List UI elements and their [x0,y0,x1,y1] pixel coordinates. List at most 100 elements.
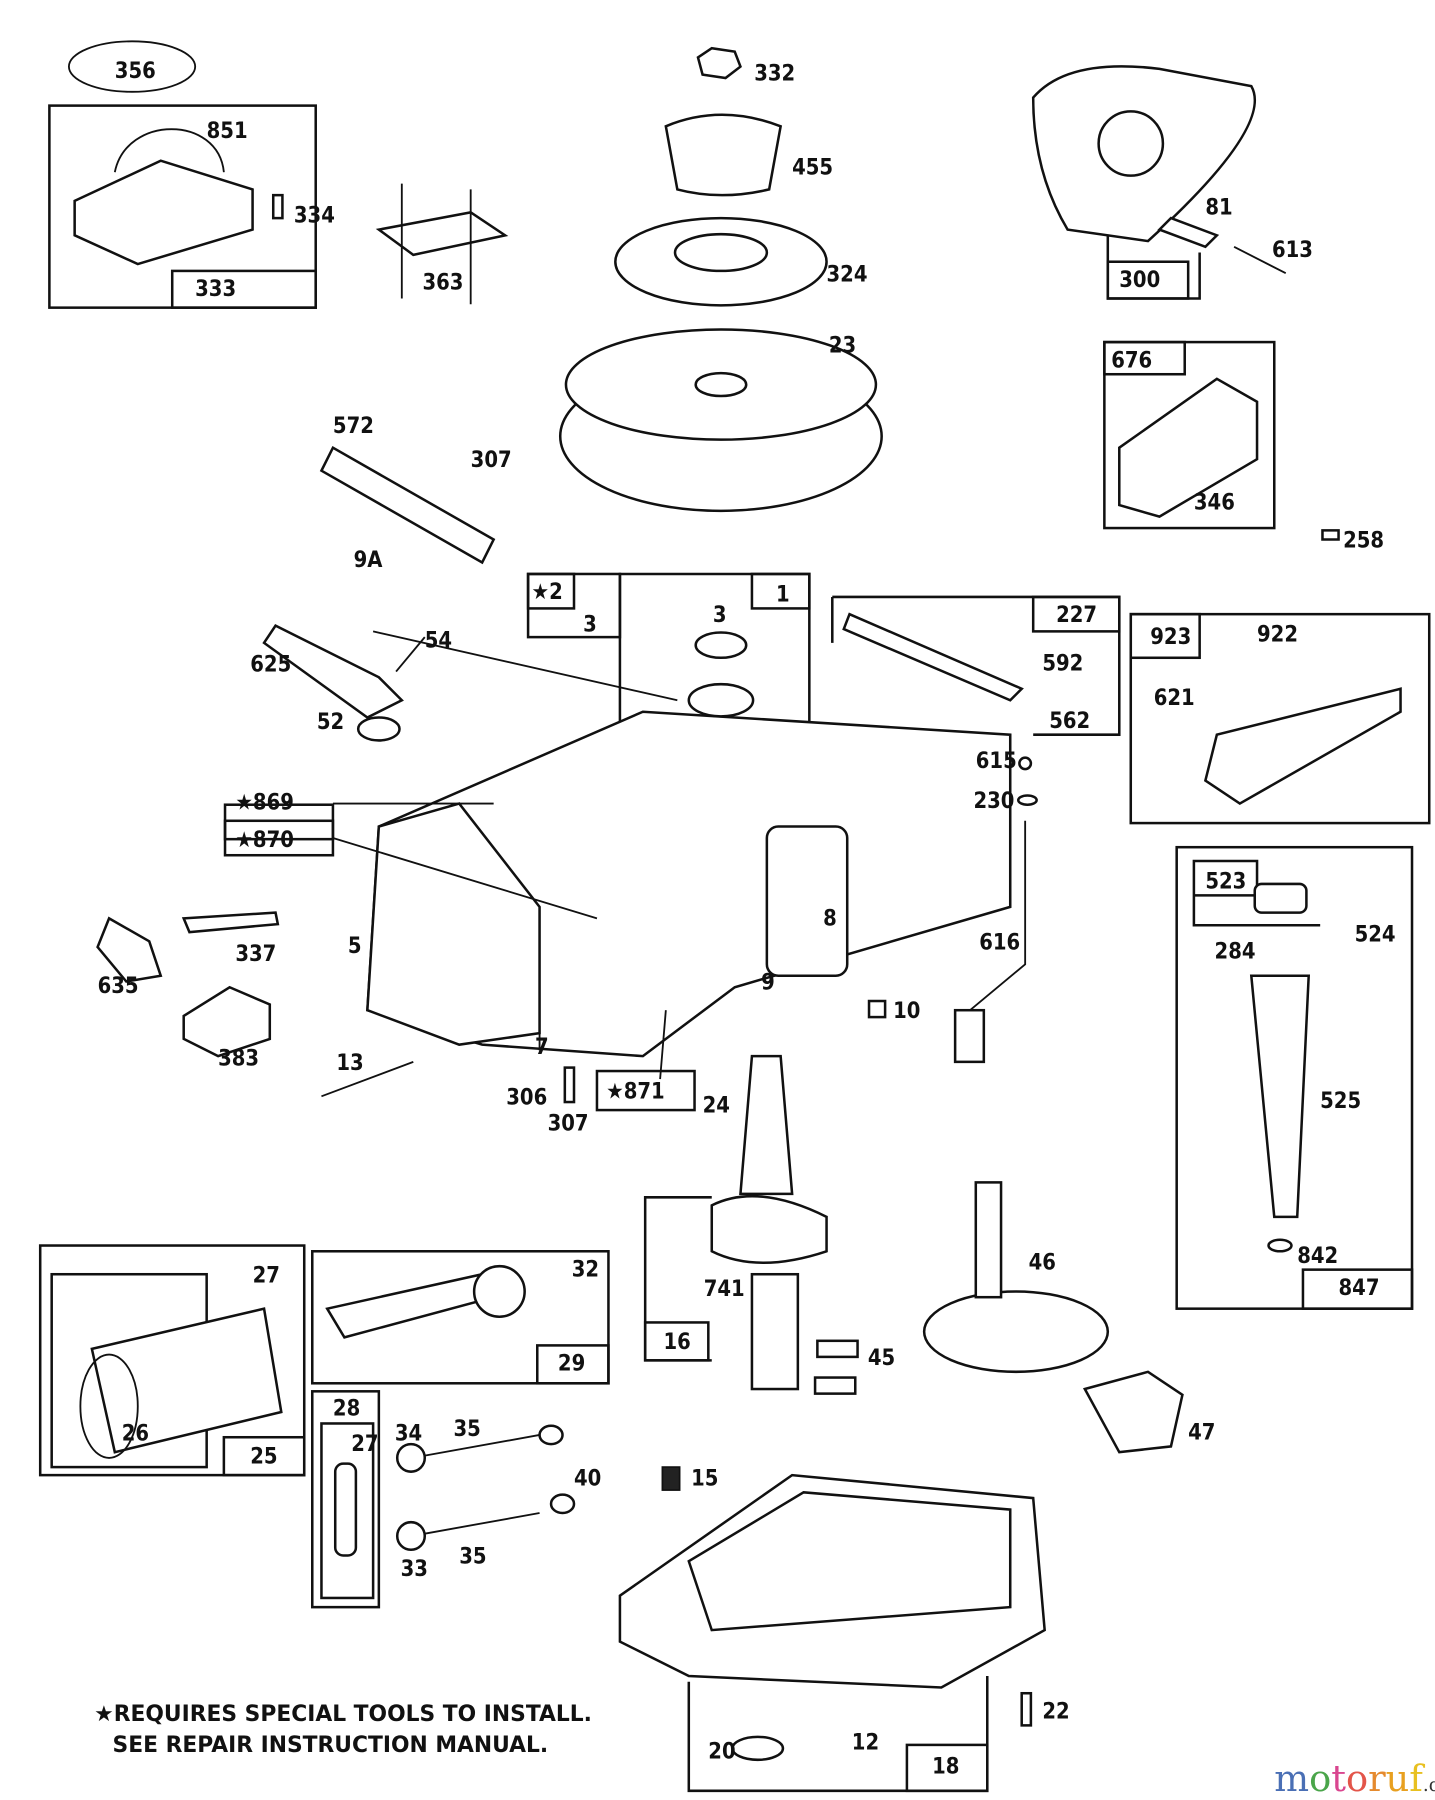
label-54: 54 [425,628,452,653]
label-572: 572 [333,414,374,439]
label-26: 26 [122,1422,149,1447]
label-8: 8 [823,906,837,931]
screw-307 [563,1066,576,1104]
box-847 [1175,845,1414,1310]
part-labels: 356 851 334 333 363 332 455 324 23 81 61… [98,59,1396,1780]
label-22: 22 [1042,1699,1069,1724]
sump-inner [687,1491,1012,1632]
label-33: 33 [401,1557,428,1582]
label-35b: 35 [459,1545,486,1570]
label-923: 923 [1150,625,1191,650]
valve-33 [395,1520,427,1552]
label-300: 300 [1119,268,1160,293]
label-525: 525 [1320,1089,1361,1114]
box-923-tag [1129,612,1201,660]
cam-gear-46 [922,1290,1110,1374]
nut-332 [696,46,742,80]
label-3a: 3 [583,612,597,637]
label-23: 23 [829,333,856,358]
pin-45a [816,1339,859,1359]
label-842: 842 [1297,1244,1338,1269]
label-star-870: ★870 [235,828,294,853]
label-10: 10 [893,999,920,1024]
cup-455 [664,113,783,197]
label-324: 324 [827,262,868,287]
oring-842 [1267,1238,1293,1253]
label-307b: 307 [548,1112,589,1137]
flywheel-hub [694,371,748,398]
label-32: 32 [572,1258,599,1283]
label-592: 592 [1042,651,1083,676]
screw-613 [1233,245,1287,275]
box-25 [38,1244,306,1477]
label-20: 20 [708,1740,735,1765]
svg-text:motoruf.de: motoruf.de [1274,1757,1435,1800]
seal-20 [731,1735,785,1762]
bore-3 [687,682,755,718]
label-337: 337 [235,942,276,967]
label-562: 562 [1049,709,1090,734]
valve-stems [424,1434,540,1535]
link-227 [842,612,1024,702]
note-special-tools: ★REQUIRES SPECIAL TOOLS TO INSTALL. [94,1702,592,1727]
group-boxes [38,104,1431,1793]
label-34: 34 [395,1422,422,1447]
label-922: 922 [1257,623,1298,648]
screw-334 [271,193,284,220]
tool-383 [182,985,272,1058]
box-227 [831,595,1121,736]
label-star-2: ★2 [532,580,563,605]
label-7: 7 [535,1035,549,1060]
label-258: 258 [1343,529,1384,554]
label-284: 284 [1215,940,1256,965]
box-847-tag [1301,1268,1414,1310]
label-27a: 27 [253,1263,280,1288]
label-851: 851 [207,119,248,144]
label-741: 741 [704,1277,745,1302]
label-15: 15 [691,1466,718,1491]
label-523: 523 [1205,870,1246,895]
plug-15 [661,1466,681,1491]
label-613: 613 [1272,238,1313,263]
valve-34 [395,1442,427,1473]
seal-3 [694,631,748,660]
label-363: 363 [422,270,463,295]
label-9: 9 [761,971,775,996]
ignition-armature [73,159,254,266]
label-1: 1 [776,583,790,608]
box-333-tag [170,269,317,309]
parts [67,40,1402,1762]
label-635: 635 [98,974,139,999]
tube-625 [262,624,404,719]
dipstick-616 [969,820,1027,1011]
label-24: 24 [703,1093,730,1118]
label-18: 18 [932,1755,959,1780]
label-40: 40 [574,1466,601,1491]
label-52: 52 [317,710,344,735]
label-847: 847 [1339,1276,1380,1301]
plate-81 [1157,216,1220,249]
rod-29 [325,1272,496,1339]
label-16: 16 [664,1330,691,1355]
crank-webs [710,1194,828,1264]
label-676: 676 [1111,348,1152,373]
gasket-52 [356,716,401,742]
screen-324-hole [673,232,769,273]
rings [79,1353,139,1459]
box-28 [311,1390,381,1609]
box-18-tag [905,1743,989,1793]
retainer-40b [549,1493,576,1515]
label-227: 227 [1056,603,1097,628]
cam-shaft-body [974,1181,1003,1299]
leader-lines [332,630,678,1080]
sparkplug-337 [181,911,280,934]
crankshaft-pto [750,1272,800,1391]
box-1-tag [750,572,811,610]
label-616: 616 [979,930,1020,955]
box-29-tag [536,1344,610,1385]
bolts-363 [400,183,472,305]
oring-230 [1017,794,1038,806]
box-1 [618,572,811,735]
